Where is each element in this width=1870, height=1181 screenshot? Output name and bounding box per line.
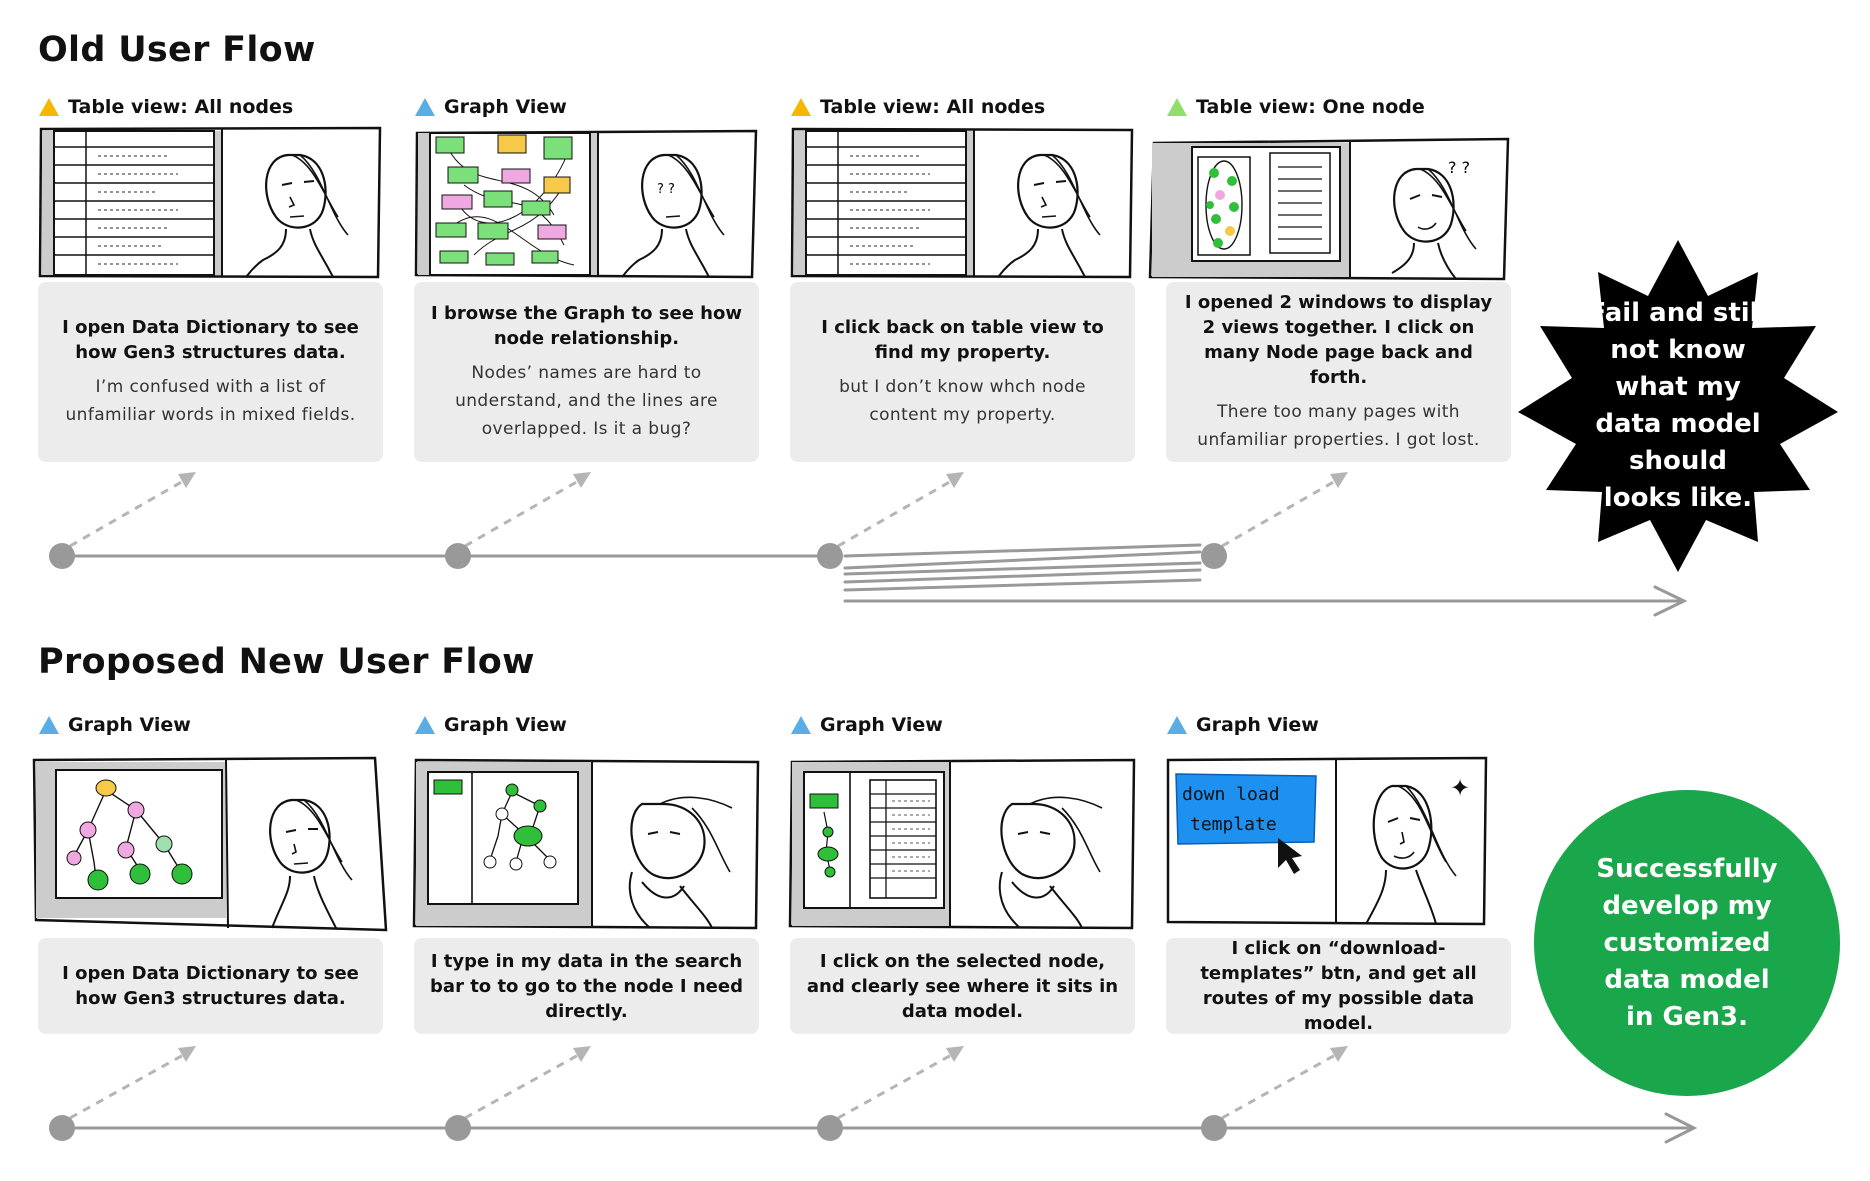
warning-triangle-icon [38, 97, 60, 117]
timeline-node [445, 543, 471, 569]
new-step-1-sketch [30, 752, 390, 932]
new-step-2-caption: I type in my data in the search bar to t… [414, 938, 759, 1034]
old-step-1-view-label: Table view: All nodes [38, 96, 293, 118]
new-flow-outcome-text: Successfully develop my customized data … [1596, 853, 1778, 1032]
old-flow-title: Old User Flow [38, 30, 316, 70]
new-step-2-action: I type in my data in the search bar to t… [430, 950, 743, 1022]
svg-text:? ?: ? ? [1448, 158, 1470, 177]
new-flow-title: Proposed New User Flow [38, 642, 535, 682]
old-step-1-action: I open Data Dictionary to see how Gen3 s… [62, 317, 359, 363]
starburst-shape [1518, 240, 1838, 572]
old-step-4-feeling: There too many pages with unfamiliar pro… [1197, 402, 1480, 450]
graph-triangle-icon [414, 715, 436, 735]
old-step-1-caption: I open Data Dictionary to see how Gen3 s… [38, 282, 383, 462]
old-step-2-sketch: ? ? [414, 125, 759, 280]
timeline-node [817, 1115, 843, 1141]
new-step-1-caption: I open Data Dictionary to see how Gen3 s… [38, 938, 383, 1034]
old-step-1-sketch [38, 125, 383, 280]
graph-triangle-icon [38, 715, 60, 735]
new-step-3-sketch [788, 752, 1138, 932]
old-step-4-sketch: ? ? [1148, 133, 1513, 283]
warning-triangle-icon [790, 97, 812, 117]
cursor-icon [1278, 838, 1302, 874]
old-step-4-action: I opened 2 windows to display 2 views to… [1184, 292, 1493, 388]
timeline-node [445, 1115, 471, 1141]
timeline-node [817, 543, 843, 569]
new-step-2-sketch [412, 752, 762, 932]
timeline-arrowhead [1664, 1112, 1698, 1144]
timeline-node [1201, 543, 1227, 569]
new-step-4-view-label: Graph View [1166, 714, 1319, 736]
old-step-3-view-label: Table view: All nodes [790, 96, 1045, 118]
graph-triangle-icon [1166, 715, 1188, 735]
graph-triangle-icon [414, 97, 436, 117]
old-step-2-caption: I browse the Graph to see how node relat… [414, 282, 759, 462]
old-flow-outcome-text: Fail and still not know what my data mod… [1588, 297, 1768, 513]
new-step-4-caption: I click on “download-templates” btn, and… [1166, 938, 1511, 1034]
new-step-3-caption: I click on the selected node, and clearl… [790, 938, 1135, 1034]
svg-text:? ?: ? ? [657, 182, 675, 197]
old-step-3-caption: I click back on table view to find my pr… [790, 282, 1135, 462]
new-step-4-action: I click on “download-templates” btn, and… [1200, 938, 1477, 1034]
sparkle-icon: ✦ [1450, 774, 1470, 802]
new-step-2-view-label: Graph View [414, 714, 567, 736]
old-step-2-view-label: Graph View [414, 96, 567, 118]
old-step-2-feeling: Nodes’ names are hard to understand, and… [455, 363, 718, 439]
svg-text:template: template [1190, 814, 1277, 835]
timeline-arrowhead [1653, 585, 1688, 617]
old-flow-outcome: Fail and still not know what my data mod… [1518, 238, 1838, 573]
new-step-3-action: I click on the selected node, and clearl… [806, 950, 1119, 1022]
new-flow-outcome: Successfully develop my customized data … [1534, 790, 1840, 1096]
old-step-4-caption: I opened 2 windows to display 2 views to… [1166, 282, 1511, 462]
timeline-node [1201, 1115, 1227, 1141]
new-step-3-view-label: Graph View [790, 714, 943, 736]
old-step-2-action: I browse the Graph to see how node relat… [430, 303, 742, 349]
old-step-3-feeling: but I don’t know whch node content my pr… [839, 377, 1086, 425]
new-step-1-action: I open Data Dictionary to see how Gen3 s… [62, 963, 359, 1009]
old-step-1-feeling: I’m confused with a list of unfamiliar w… [65, 377, 356, 425]
graph-triangle-icon [790, 715, 812, 735]
old-step-4-view-label: Table view: One node [1166, 96, 1425, 118]
download-template-sketch-button [1175, 773, 1317, 845]
new-step-1-view-label: Graph View [38, 714, 191, 736]
success-triangle-icon [1166, 97, 1188, 117]
new-step-4-sketch: down load template ✦ [1166, 752, 1496, 928]
svg-text:down load: down load [1182, 784, 1280, 805]
timeline-node [49, 543, 75, 569]
old-step-3-sketch [790, 125, 1135, 280]
old-step-3-action: I click back on table view to find my pr… [821, 317, 1104, 363]
timeline-node [49, 1115, 75, 1141]
